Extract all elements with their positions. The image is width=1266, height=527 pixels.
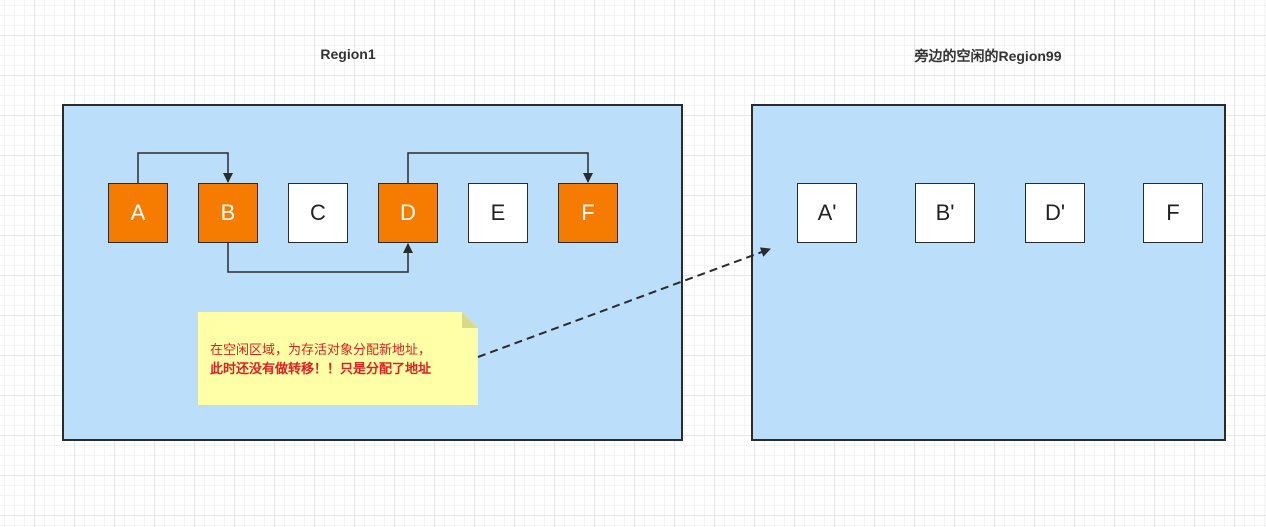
region99-title: 旁边的空闲的Region99 (914, 48, 1062, 64)
object-f: F (558, 183, 618, 243)
region99-box (751, 104, 1226, 441)
note-line-2: 此时还没有做转移！！只是分配了地址 (210, 362, 432, 377)
object-a: A (108, 183, 168, 243)
object-e: E (468, 183, 528, 243)
object-d-prime: D' (1025, 183, 1085, 243)
object-a-prime: A' (797, 183, 857, 243)
allocation-dashed-arrow (477, 247, 771, 358)
object-b-prime: B' (915, 183, 975, 243)
object-d: D (378, 183, 438, 243)
object-b: B (198, 183, 258, 243)
note-line-1: 在空闲区域，为存活对象分配新地址， (210, 343, 432, 358)
object-f-new: F (1143, 183, 1203, 243)
ref-d-to-f-arrow (407, 152, 593, 183)
object-c: C (288, 183, 348, 243)
region1-title: Region1 (320, 46, 376, 62)
ref-b-to-d-arrow (227, 243, 413, 273)
annotation-note: 在空闲区域，为存活对象分配新地址， 此时还没有做转移！！只是分配了地址 (198, 312, 478, 405)
ref-a-to-b-arrow (137, 152, 233, 183)
